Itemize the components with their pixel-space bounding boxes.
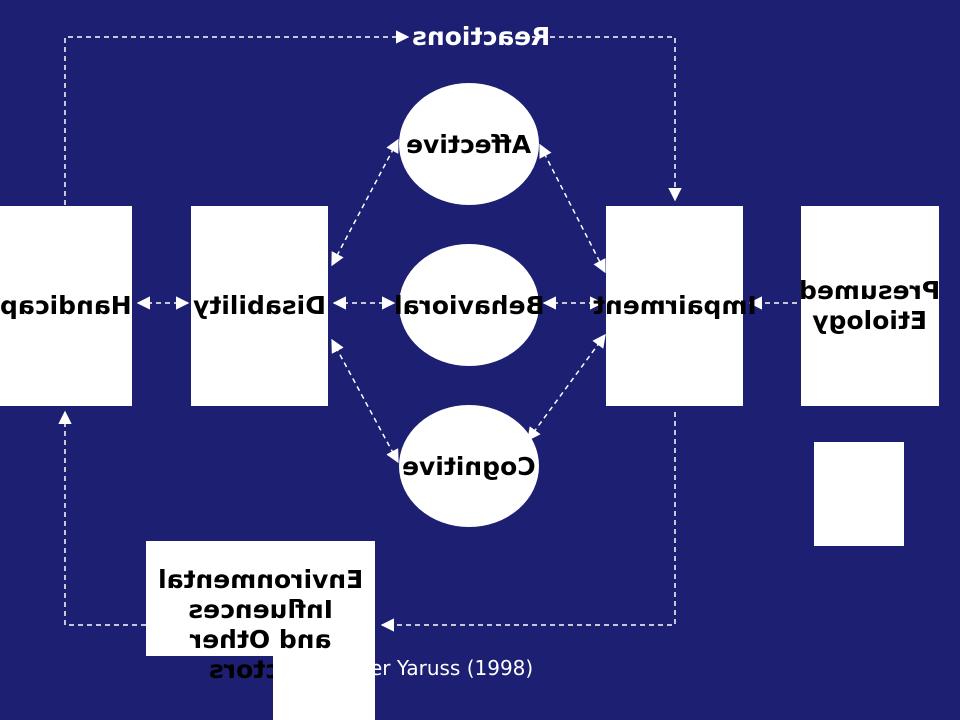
citation-label: er Yaruss (1998) (370, 656, 534, 680)
cognitive-disability-connector (331, 338, 399, 464)
reactions-loop-top (64, 30, 410, 205)
reactions-loop-top-right (532, 36, 682, 202)
cognitive-impairment-connector (527, 333, 606, 442)
disability-box: Disability (191, 206, 328, 406)
presumed-etiology-box: Presumed Etiology (799, 206, 941, 406)
affective-ellipse: Affective (399, 83, 539, 205)
citation-text: er Yaruss (1998) (370, 656, 533, 680)
environmental-box-extension (273, 656, 375, 720)
behavioral-label: Behavioral (393, 290, 545, 320)
environment-loop-left (58, 410, 146, 626)
affective-label: Affective (406, 129, 532, 159)
impairment-box: Impairment (593, 206, 756, 406)
reactions-title: Reactions (412, 22, 550, 51)
disability-label: Disability (193, 291, 326, 320)
presumed-etiology-label: Presumed Etiology (799, 276, 941, 335)
environment-loop-right (380, 412, 676, 632)
environmental-box: Environmental Influences and Other Facto… (146, 541, 375, 684)
handicap-box: Handicap (0, 206, 132, 406)
cognitive-label: Cognitive (402, 451, 536, 481)
affective-disability-connector (331, 138, 399, 267)
affective-impairment-connector (539, 143, 606, 274)
blank-box (814, 442, 904, 546)
impairment-label: Impairment (592, 291, 757, 320)
behavioral-ellipse: Behavioral (394, 244, 544, 366)
cognitive-ellipse: Cognitive (399, 405, 539, 527)
handicap-label: Handicap (0, 291, 132, 320)
reactions-title-text: Reactions (412, 22, 551, 51)
